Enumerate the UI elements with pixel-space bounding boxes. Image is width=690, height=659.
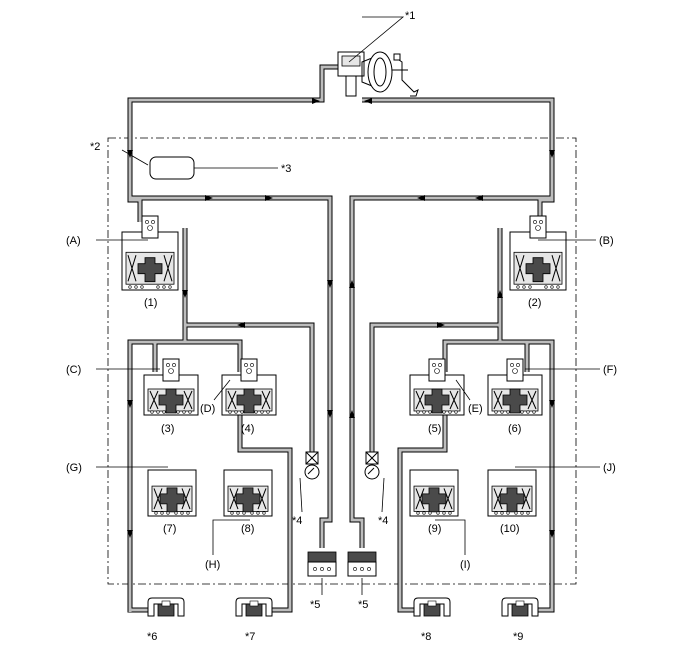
label-valve-9: (9) — [428, 523, 441, 535]
brake-pipes — [127, 64, 555, 613]
reservoir-left — [307, 551, 337, 577]
label-valve-6: (6) — [508, 423, 521, 435]
label-ref-5-right: *5 — [358, 599, 368, 611]
valve-1 — [121, 215, 179, 291]
label-ref-8: *8 — [421, 631, 431, 643]
label-ref-9: *9 — [513, 631, 523, 643]
component-3 — [149, 156, 195, 180]
label-ref-1: *1 — [405, 10, 415, 22]
valve-2 — [509, 215, 567, 291]
label-ref-4-left: *4 — [292, 515, 302, 527]
label-A: (A) — [66, 235, 81, 247]
label-ref-4-right: *4 — [378, 515, 388, 527]
valve-4 — [221, 358, 277, 416]
valve-7 — [147, 469, 197, 517]
label-ref-2: *2 — [90, 141, 100, 153]
valve-10 — [487, 469, 537, 517]
label-B: (B) — [599, 235, 614, 247]
valve-9 — [409, 469, 459, 517]
valve-6 — [487, 358, 543, 416]
label-valve-3: (3) — [161, 423, 174, 435]
label-valve-7: (7) — [163, 523, 176, 535]
label-I: (I) — [460, 559, 470, 571]
labels: *1 *2 *3 (A) (B) (C) (D) (E) (F) (G) (H)… — [66, 10, 617, 643]
label-H: (H) — [205, 559, 220, 571]
pump-motor-right — [364, 451, 380, 480]
valve-3 — [143, 358, 199, 416]
label-ref-3: *3 — [281, 163, 291, 175]
valve-5 — [409, 358, 465, 416]
wheel-cylinders — [147, 597, 539, 617]
label-D: (D) — [200, 403, 215, 415]
brake-booster — [367, 51, 393, 93]
wheel-cylinder-8 — [413, 597, 451, 617]
label-J: (J) — [603, 462, 616, 474]
wheel-cylinder-6 — [147, 597, 185, 617]
valve-units — [121, 215, 567, 517]
label-ref-6: *6 — [147, 631, 157, 643]
label-E: (E) — [468, 403, 483, 415]
brake-pedal — [392, 53, 419, 97]
master-cylinder — [337, 51, 373, 97]
brake-pipe-network — [127, 64, 555, 613]
valve-8 — [223, 469, 273, 517]
wheel-cylinder-7 — [235, 597, 273, 617]
leader-lines — [96, 16, 600, 595]
actuator-boundary — [107, 137, 577, 585]
label-G: (G) — [66, 462, 82, 474]
label-valve-10: (10) — [500, 523, 520, 535]
wheel-cylinder-9 — [501, 597, 539, 617]
label-valve-1: (1) — [144, 297, 157, 309]
label-valve-2: (2) — [528, 297, 541, 309]
label-valve-8: (8) — [241, 523, 254, 535]
flow-arrows — [127, 98, 555, 538]
pump-motor-left — [304, 451, 320, 480]
reservoir-right — [347, 551, 377, 577]
label-F: (F) — [603, 364, 617, 376]
label-valve-5: (5) — [428, 423, 441, 435]
label-ref-7: *7 — [245, 631, 255, 643]
label-C: (C) — [66, 364, 81, 376]
label-valve-4: (4) — [241, 423, 254, 435]
brake-pipe-core — [128, 65, 554, 612]
label-ref-5-left: *5 — [310, 599, 320, 611]
